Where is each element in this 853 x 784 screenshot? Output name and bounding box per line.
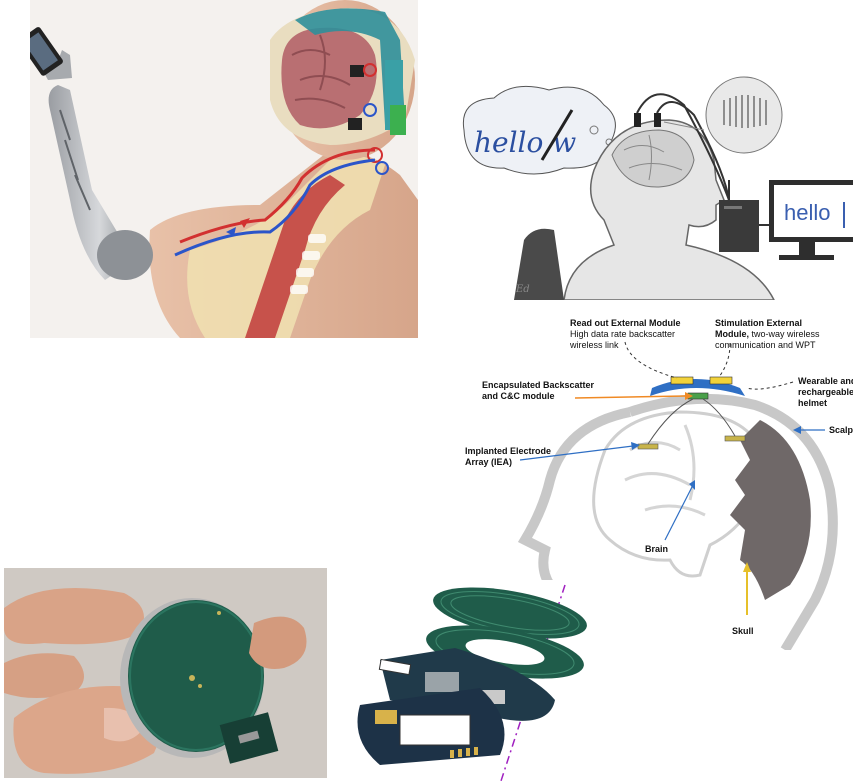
exploded-pcb-stack-illustration [340, 580, 620, 784]
handwriting-bci-illustration: hello w hello [454, 60, 853, 300]
wearable-helmet-label: Wearable and rechargeable helmet [798, 376, 853, 409]
electrode-array-label: Implanted Electrode Array (IEA) [465, 446, 551, 468]
encapsulated-module-label: Encapsulated Backscatter and C&C module [482, 380, 594, 402]
screen-hello-text: hello [784, 200, 830, 225]
readout-module-label: Read out External Module High data rate … [570, 318, 681, 351]
scalp-label: Scalp [829, 425, 853, 436]
stimulation-module-label: Stimulation External Module, two-way wir… [715, 318, 820, 351]
hand-holding-device-photo [4, 568, 327, 778]
artist-signature: Ed [515, 284, 530, 295]
prosthetic-arm-illustration [30, 0, 418, 338]
skull-label: Skull [732, 626, 754, 637]
brain-label: Brain [645, 544, 668, 555]
